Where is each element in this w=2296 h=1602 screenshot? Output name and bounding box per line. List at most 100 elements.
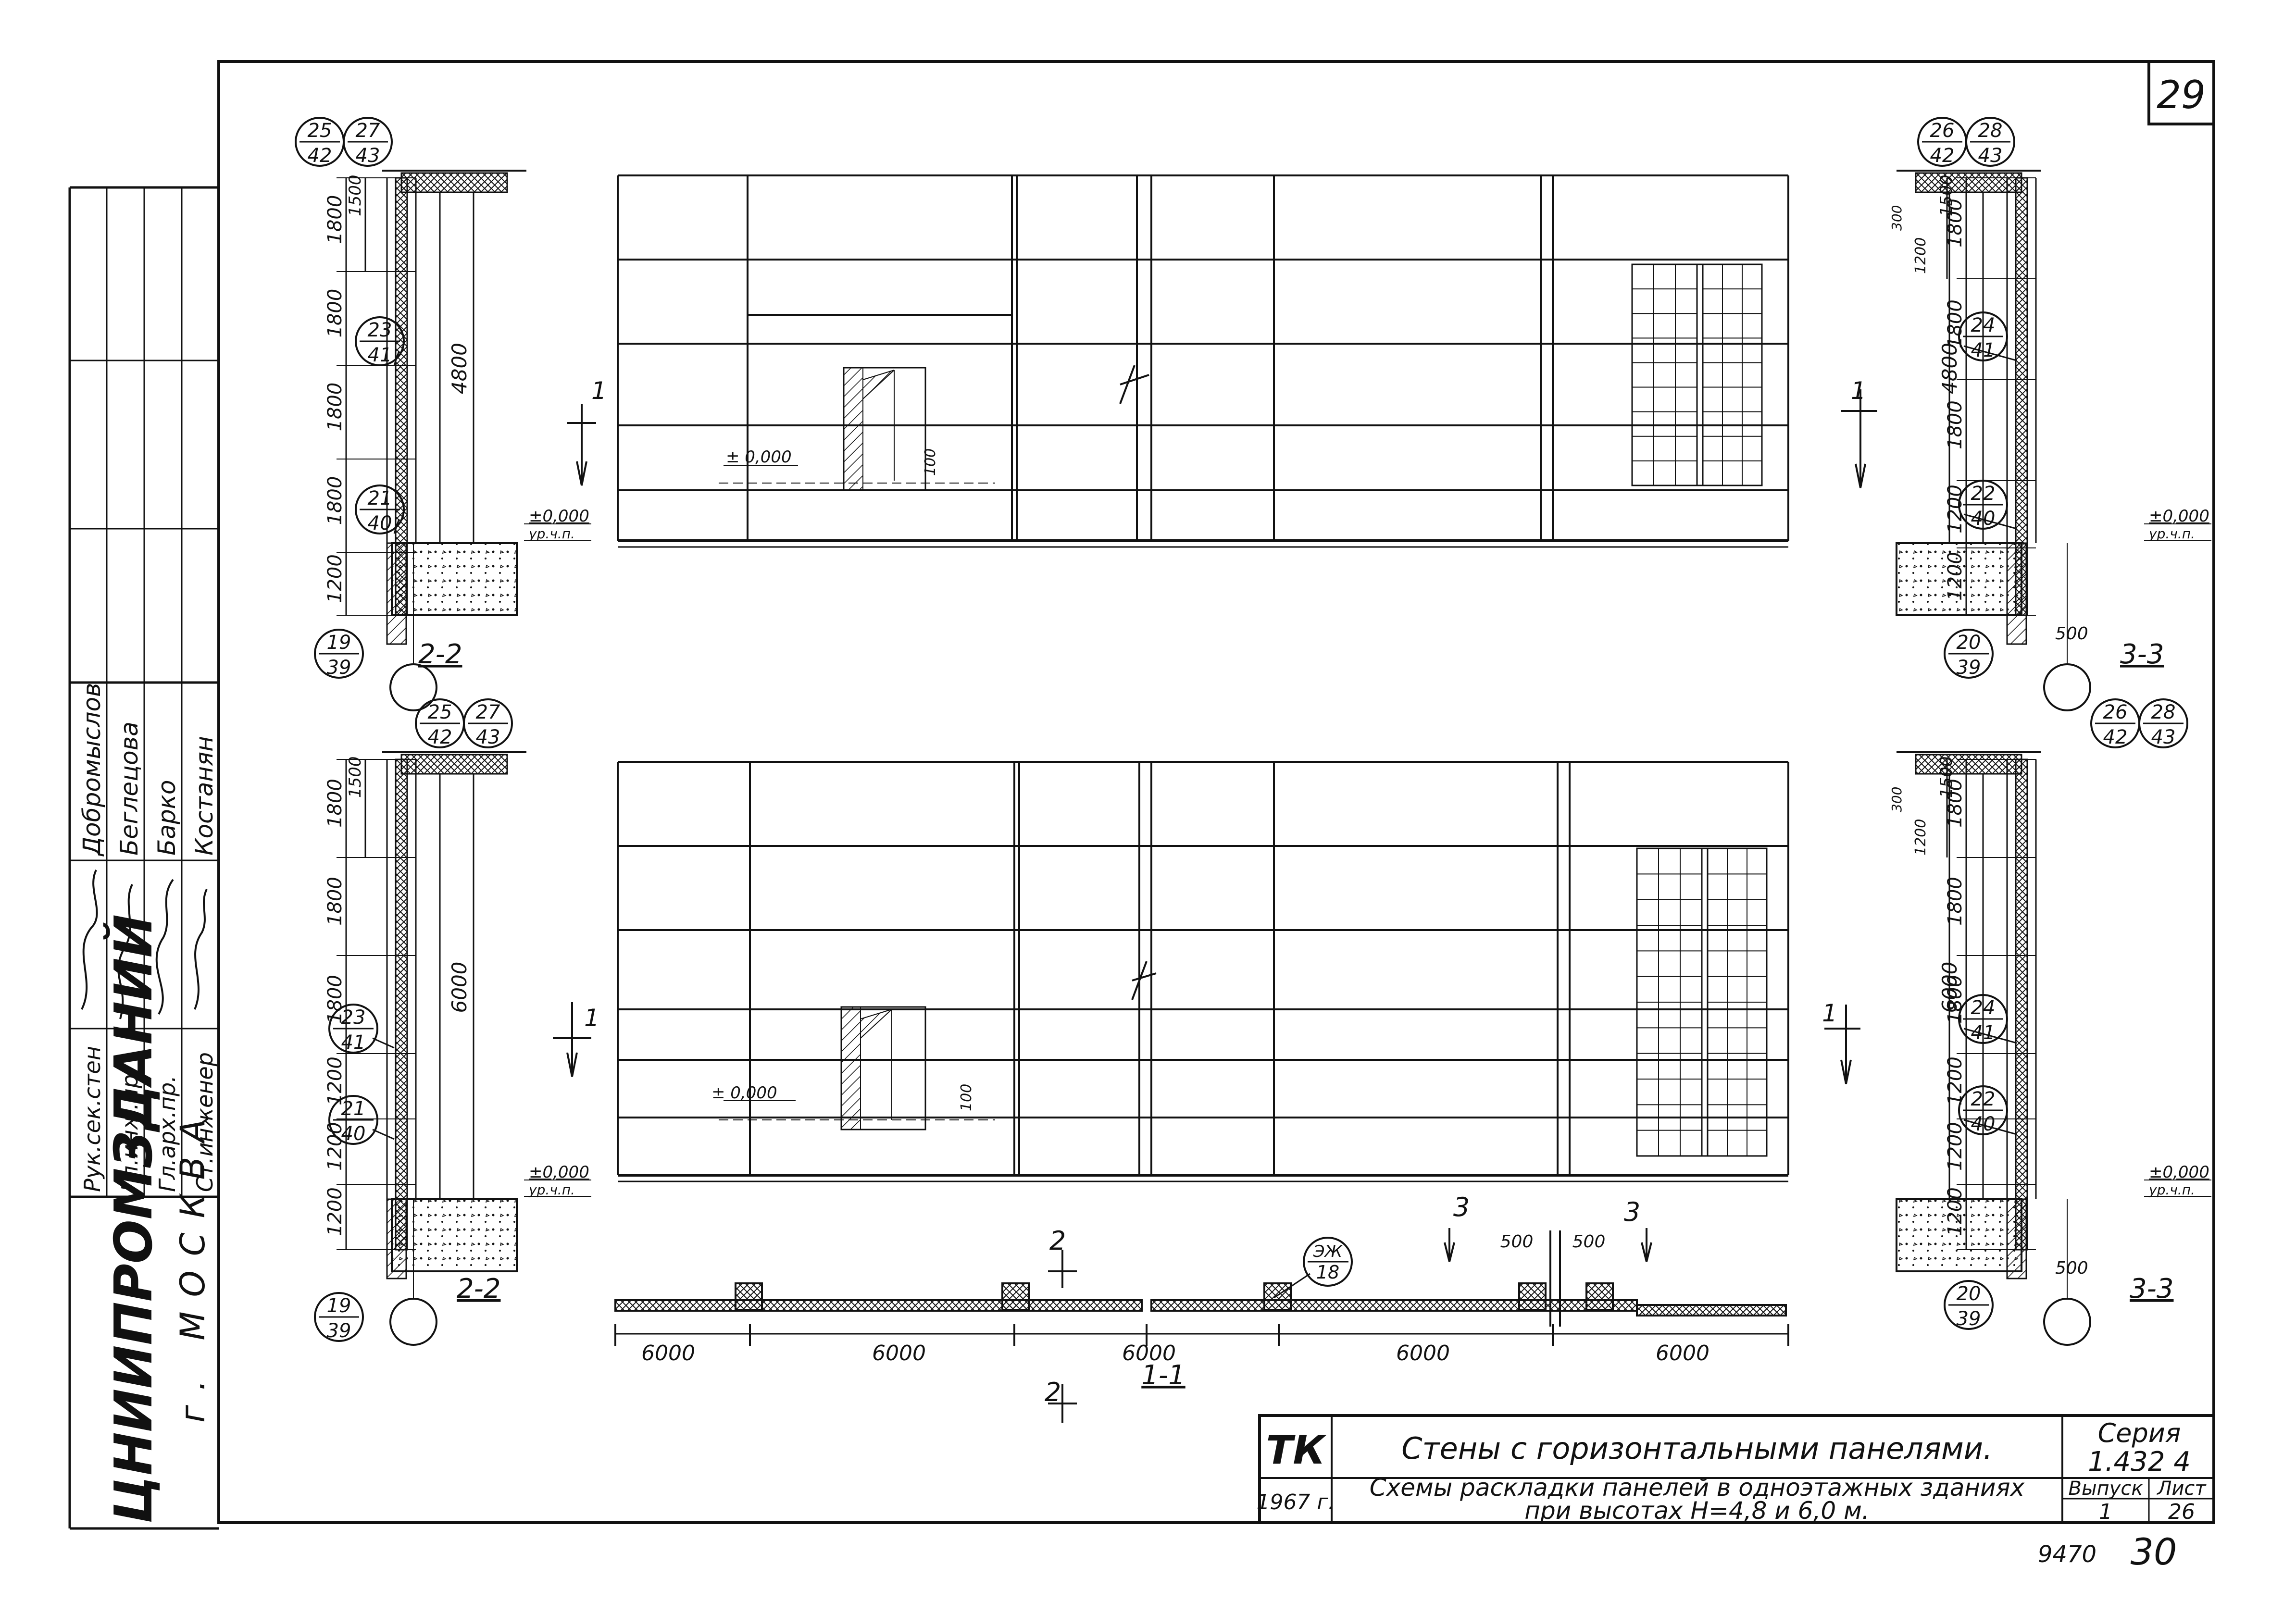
section-level: ±0,000 xyxy=(529,1163,589,1182)
callout-num: 25 xyxy=(308,120,332,142)
section-dim: 1800 xyxy=(1944,975,1966,1024)
stamp-role-4: Ст.инженер xyxy=(192,1052,218,1192)
axis-label-1a: 1 xyxy=(591,377,607,405)
section-top-dim-b: 300 xyxy=(1889,787,1905,812)
callout-num: 23 xyxy=(341,1006,366,1029)
section-dim: 1200 xyxy=(324,1187,346,1236)
axis-arrows xyxy=(553,365,1877,1084)
section-callout xyxy=(314,1292,364,1342)
callout-num: 27 xyxy=(476,701,500,723)
sheet-value: 26 xyxy=(2168,1500,2195,1524)
section-dim: 1800 xyxy=(1944,199,1966,248)
section-level: ±0,000 xyxy=(2149,507,2209,526)
elevation-top xyxy=(617,174,1789,548)
axis-label-1d: 1 xyxy=(1822,999,1837,1027)
plan-cut-2a: 2 xyxy=(1049,1226,1066,1256)
sheet-number: 29 xyxy=(2157,73,2206,117)
stamp-name-1: Добромыслов xyxy=(78,683,106,857)
top-level-mark: ± 0,000 xyxy=(726,447,792,467)
wall-insulation xyxy=(395,758,408,1251)
stamp-role-2: Гл.инж.пр. xyxy=(117,1067,143,1192)
issue-value: 1 xyxy=(2099,1500,2112,1524)
section-dim: 1200 xyxy=(324,1122,346,1171)
callout-sheet: 43 xyxy=(2151,726,2176,748)
section-callout xyxy=(463,698,513,748)
section-dim: 1800 xyxy=(324,383,346,432)
section-height: 4800 xyxy=(448,343,471,394)
callout-num: 22 xyxy=(1971,1088,1996,1110)
plan-label: 1-1 xyxy=(1141,1360,1185,1391)
section-callout xyxy=(314,629,364,679)
callout-sheet: 39 xyxy=(1957,657,1981,679)
section-callout xyxy=(328,1095,378,1145)
callout-num: 24 xyxy=(1971,997,1996,1019)
plan-span-5: 6000 xyxy=(1656,1341,1710,1366)
callout-sheet: 43 xyxy=(476,726,500,748)
sheet-frame xyxy=(217,60,2215,1524)
section-level-sub: ур.ч.п. xyxy=(2148,526,2195,542)
section-height: 6000 xyxy=(1938,962,1961,1013)
section-callout xyxy=(1958,994,2008,1044)
section-dim: 1200 xyxy=(1944,1122,1966,1171)
sheet-number-box: 29 xyxy=(2147,60,2215,125)
section-callout xyxy=(1965,117,2015,167)
section-dim: 1200 xyxy=(324,1056,346,1105)
stamp-name-4: Костанян xyxy=(190,736,218,856)
section-foot-dim: 500 xyxy=(2055,1258,2088,1278)
section-dim: 1800 xyxy=(324,779,346,828)
plan-callout-bottom: 18 xyxy=(1316,1262,1339,1283)
plan-col-dim-2: 500 xyxy=(1572,1232,1606,1252)
section-callout xyxy=(1958,480,2008,530)
stamp-role-3: Гл.арх.пр. xyxy=(154,1075,180,1192)
callout-num: 26 xyxy=(2103,701,2128,723)
wall-insulation xyxy=(2015,758,2028,1251)
series-label: Серия xyxy=(2098,1418,2181,1448)
plan-cut-2b: 2 xyxy=(1045,1377,1061,1407)
section-callout xyxy=(343,117,393,167)
callout-num: 23 xyxy=(368,319,392,341)
title-block: ТК 1967 г. Стены с горизонтальными панел… xyxy=(1256,1414,2215,1525)
section-top-dim-b: 300 xyxy=(1889,205,1905,231)
plan-span-1: 6000 xyxy=(641,1341,695,1366)
section-dim: 1800 xyxy=(324,289,346,338)
section-bottom-right: 180018001800120012001200150060001200300±… xyxy=(1889,698,2211,1346)
plan-col-dim-1: 500 xyxy=(1500,1232,1534,1252)
callout-sheet: 42 xyxy=(428,726,452,748)
top-window-grid xyxy=(1632,264,1762,485)
callout-num: 21 xyxy=(341,1098,366,1120)
stamp-role-1: Рук.сек.стен xyxy=(79,1046,105,1192)
bottom-opening-dim: 100 xyxy=(958,1084,975,1111)
callout-sheet: 41 xyxy=(341,1031,366,1054)
bottom-window-grid xyxy=(1637,848,1767,1156)
plan-callout-top: ЭЖ xyxy=(1313,1242,1343,1261)
section-dim: 1800 xyxy=(324,975,346,1024)
callout-sheet: 40 xyxy=(1971,1113,1996,1135)
bottom-code-1: 9470 xyxy=(2038,1541,2096,1568)
callout-sheet: 40 xyxy=(341,1123,366,1145)
axis-label-1b: 1 xyxy=(1851,377,1866,405)
callout-sheet: 39 xyxy=(327,1320,351,1342)
section-level-sub: ур.ч.п. xyxy=(528,526,575,542)
plan-section xyxy=(614,1228,1789,1423)
section-callout xyxy=(355,316,405,366)
section-foot-dim: 500 xyxy=(2055,624,2088,644)
section-height: 6000 xyxy=(448,962,471,1013)
section-level-sub: ур.ч.п. xyxy=(2148,1182,2195,1198)
section-label: 3-3 xyxy=(2130,1273,2173,1304)
callout-sheet: 43 xyxy=(356,145,380,167)
callout-num: 21 xyxy=(368,487,392,509)
section-dim: 1200 xyxy=(324,554,346,603)
section-level-sub: ур.ч.п. xyxy=(528,1182,575,1198)
callout-num: 24 xyxy=(1971,314,1996,336)
callout-sheet: 42 xyxy=(308,145,332,167)
stamp-name-3: Барко xyxy=(153,780,181,856)
section-level: ±0,000 xyxy=(529,507,589,526)
series-value: 1.432 4 xyxy=(2088,1446,2191,1478)
section-label: 2-2 xyxy=(418,639,462,670)
section-dim: 1800 xyxy=(1944,877,1966,926)
foundation xyxy=(1896,542,2022,616)
callout-sheet: 39 xyxy=(1957,1308,1981,1330)
section-label: 3-3 xyxy=(2120,639,2164,670)
callout-sheet: 42 xyxy=(2103,726,2128,748)
stamp-city: г. МОСКВА xyxy=(173,1105,212,1423)
